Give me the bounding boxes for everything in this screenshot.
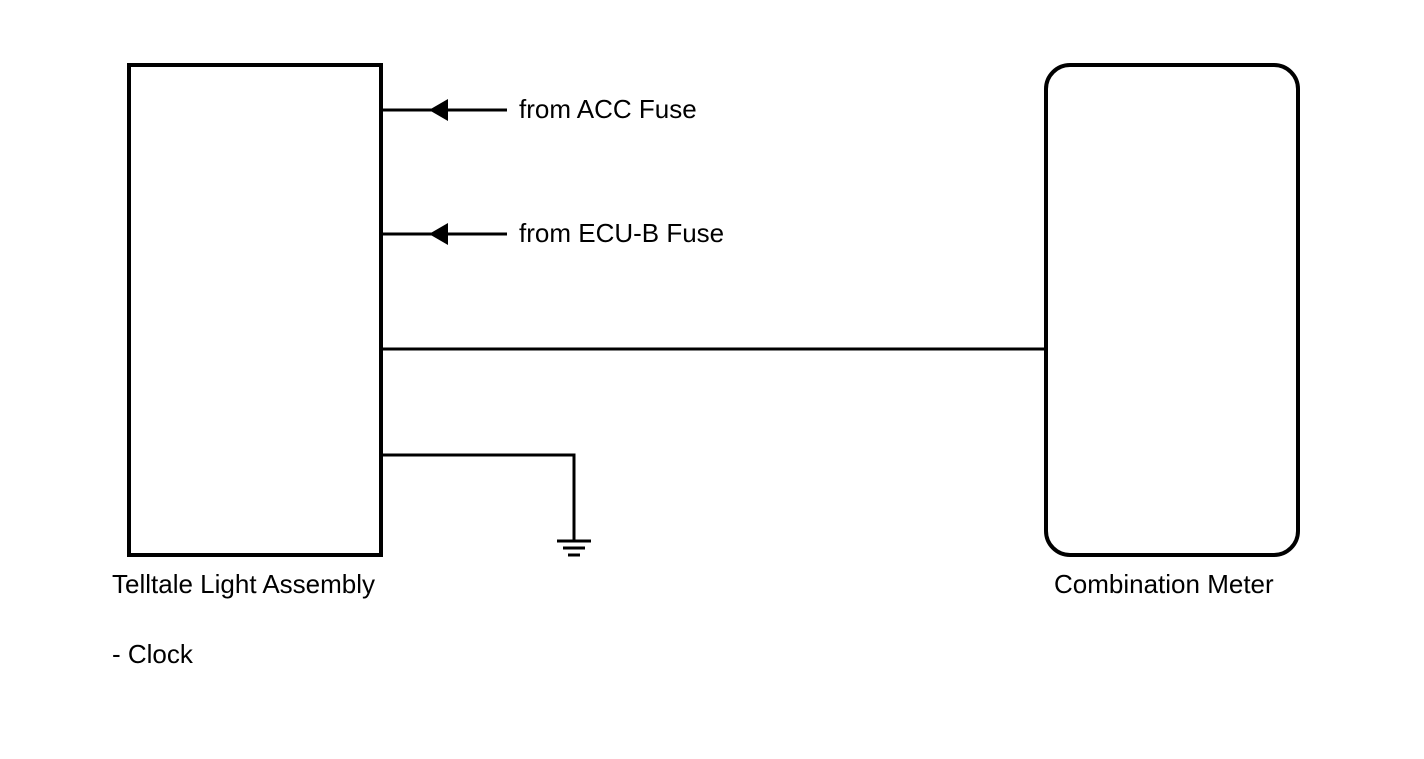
combination-meter-label: Combination Meter: [1054, 569, 1274, 599]
ecu-b-fuse-label: from ECU-B Fuse: [519, 218, 724, 248]
ground-icon: [557, 539, 591, 557]
acc-fuse-label: from ACC Fuse: [519, 94, 697, 124]
acc-fuse-arrow-icon: [429, 99, 448, 121]
clock-note: - Clock: [112, 639, 194, 669]
ecu-b-fuse-wire: [381, 223, 507, 245]
combination-meter-box: [1044, 63, 1300, 557]
ecu-b-fuse-arrow-icon: [429, 223, 448, 245]
telltale-light-assembly-box: [127, 63, 383, 557]
ground-wire: [381, 453, 576, 541]
telltale-light-assembly-label: Telltale Light Assembly: [112, 569, 375, 599]
acc-fuse-wire: [381, 99, 507, 121]
